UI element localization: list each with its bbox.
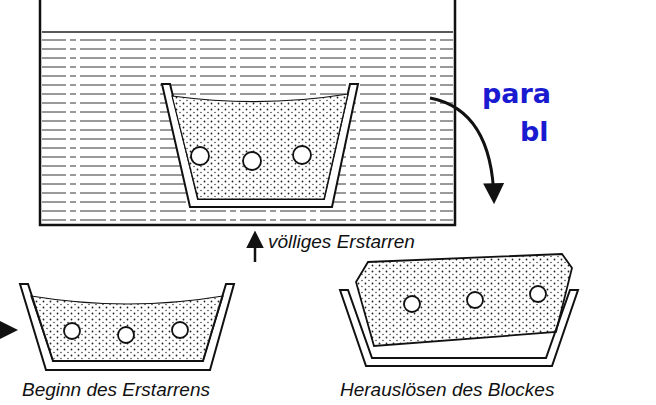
step-label: Beginn des Erstarrens (22, 379, 210, 401)
up-arrow (254, 234, 257, 262)
mold-release (340, 254, 578, 366)
heading-fragment: para (482, 78, 551, 109)
water (42, 32, 453, 223)
water-tank (40, 0, 455, 225)
step-label: völliges Erstarren (268, 231, 415, 253)
transfer-arrow (430, 98, 494, 200)
heading-fragment: bl (520, 116, 549, 147)
mold-start (20, 284, 234, 370)
mold-in-tank (162, 84, 358, 207)
in-arrow (0, 329, 14, 332)
step-label: Herauslösen des Blockes (340, 379, 554, 401)
